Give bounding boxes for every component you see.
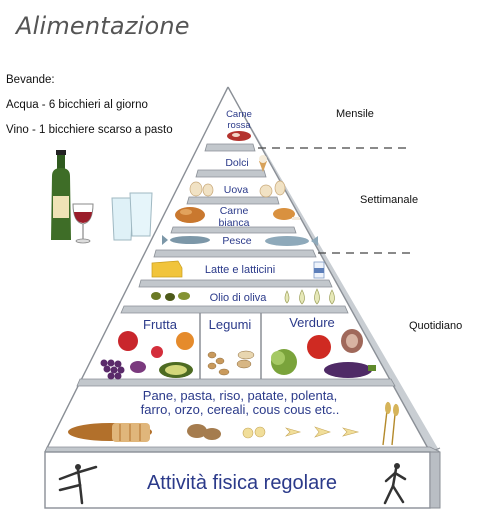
level-fish-label: Pesce xyxy=(222,235,251,247)
level-vegetables-label: Verdure xyxy=(289,315,335,330)
frequency-weekly: Settimanale xyxy=(360,194,418,206)
legumes-icons xyxy=(207,350,255,376)
cheese-icon xyxy=(151,260,183,278)
potatoes-icon xyxy=(187,424,221,440)
pyramid xyxy=(44,86,441,509)
level-cereals-label-2: farro, orzo, cereali, cous cous etc.. xyxy=(141,402,340,417)
wheat-icon xyxy=(382,401,399,446)
runner-figure-icon xyxy=(383,463,407,505)
level-red-meat-label-2: rossa xyxy=(227,120,251,131)
frequency-daily: Quotidiano xyxy=(409,320,462,332)
level-red-meat-label-1: Carne xyxy=(226,109,252,120)
level-white-meat-label-2: bianca xyxy=(219,217,250,229)
level-fruit-label: Frutta xyxy=(143,317,178,332)
olives-icon xyxy=(151,292,190,301)
fruit-icons xyxy=(100,331,194,380)
wine-glass-icon xyxy=(72,203,94,244)
level-dairy-label: Latte e latticini xyxy=(205,264,275,276)
wine-bottle-icon xyxy=(51,150,71,240)
drinks-wine: Vino - 1 bicchiere scarso a pasto xyxy=(6,124,173,136)
gymnast-figure-icon xyxy=(58,464,98,505)
pasta-icon xyxy=(242,426,360,439)
page-title: Alimentazione xyxy=(16,12,190,40)
bread-icon xyxy=(68,423,152,442)
ice-cream-icon xyxy=(259,155,267,172)
frequency-monthly: Mensile xyxy=(336,108,374,120)
level-sweets-label: Dolci xyxy=(225,157,248,169)
oil-drops-icon xyxy=(284,288,335,305)
level-white-meat-label-1: Carne xyxy=(220,205,249,217)
eggs-icon xyxy=(189,180,286,198)
roast-chicken-icon xyxy=(175,207,205,223)
level-cereals-label-1: Pane, pasta, riso, patate, polenta, xyxy=(143,388,337,403)
milk-carton-icon xyxy=(313,261,325,279)
drinks-water: Acqua - 6 bicchieri al giorno xyxy=(6,99,148,111)
drinks-heading: Bevande: xyxy=(6,74,55,86)
level-olive-oil-label: Olio di oliva xyxy=(210,292,268,304)
steak-icon xyxy=(227,131,251,141)
level-activity-label: Attività fisica regolare xyxy=(147,472,337,494)
water-glass-icon xyxy=(111,192,153,241)
level-eggs-label: Uova xyxy=(224,184,249,196)
fish-icon xyxy=(162,235,318,246)
frequency-separators xyxy=(258,147,412,254)
vegetables-icons xyxy=(271,329,376,378)
level-legumes-label: Legumi xyxy=(209,317,252,332)
chicken-leg-icon xyxy=(273,208,300,220)
